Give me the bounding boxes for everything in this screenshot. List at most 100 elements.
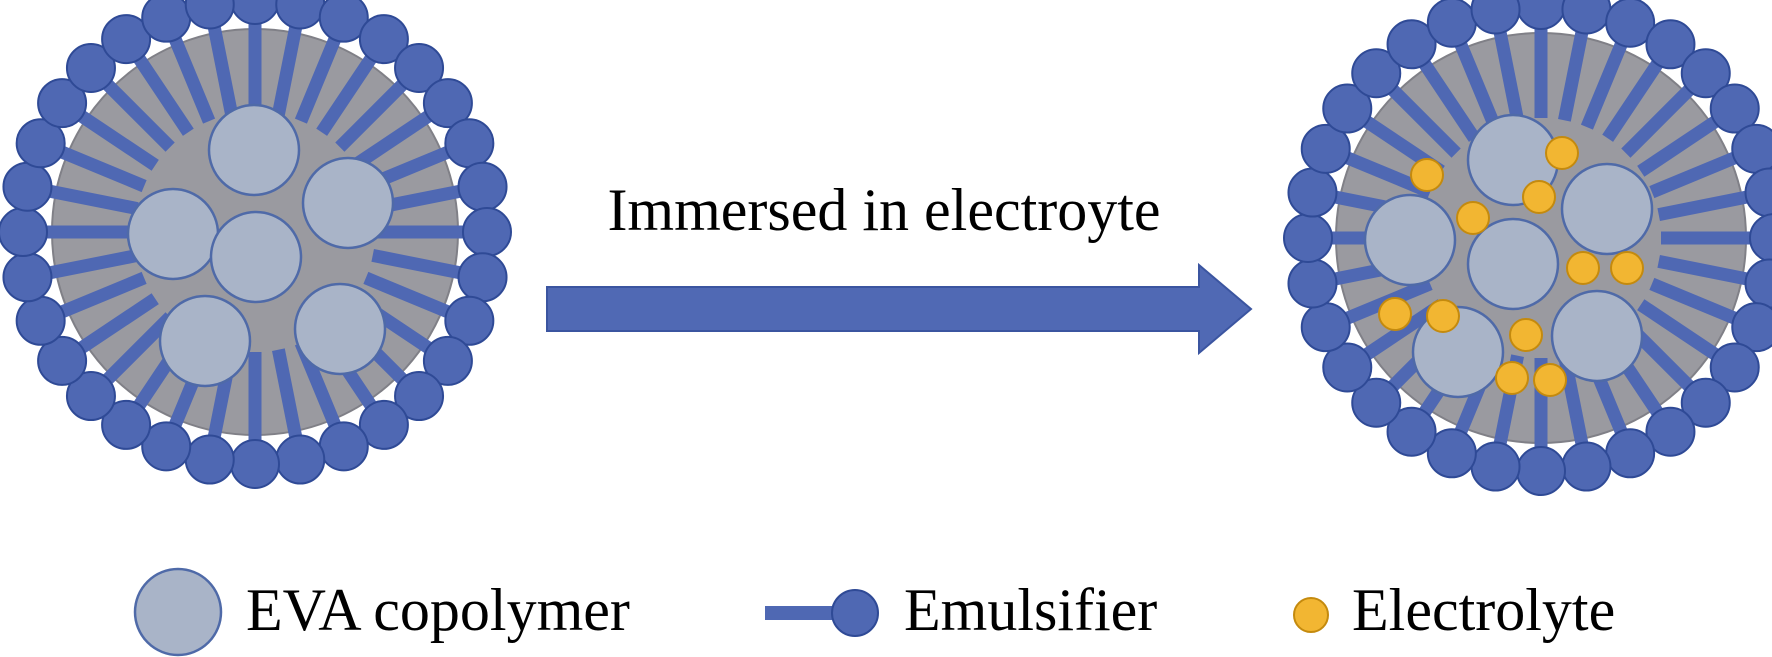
emulsifier-head — [65, 42, 116, 93]
legend-electrolyte-label: Electrolyte — [1352, 577, 1615, 643]
emulsifier-layer — [1283, 0, 1772, 496]
eva-particles — [126, 103, 395, 388]
emulsifier — [294, 0, 369, 124]
emulsifier-head — [1351, 377, 1402, 428]
electrolyte-dot — [1610, 251, 1644, 285]
emulsifier-head — [65, 371, 116, 422]
emulsifier — [101, 14, 194, 136]
legend-emulsifier-label: Emulsifier — [904, 577, 1157, 643]
emulsifier-head — [275, 434, 326, 485]
legend-eva-label: EVA copolymer — [246, 577, 630, 643]
electrolyte-dot — [1426, 299, 1460, 333]
emulsifier-head — [1386, 19, 1437, 70]
emulsifier-head — [1426, 0, 1477, 48]
emulsifier-head — [1470, 441, 1521, 492]
electrolyte-dot — [1545, 136, 1579, 170]
emulsifier-head — [141, 421, 192, 472]
emulsifier-head — [230, 0, 280, 25]
emulsifier — [1649, 123, 1772, 199]
emulsifier-head — [1709, 83, 1760, 134]
emulsifier-head — [358, 14, 409, 65]
emulsifier — [1470, 0, 1524, 122]
emulsifier-head — [1300, 123, 1351, 174]
emulsifier-head — [1645, 406, 1696, 457]
emulsifier-head — [1386, 406, 1437, 457]
emulsifier — [363, 271, 495, 346]
emulsifier-head — [230, 439, 280, 489]
electrolyte-dot — [1456, 201, 1490, 235]
emulsifier — [1661, 213, 1772, 263]
emulsifier-head — [1731, 123, 1772, 174]
electrolyte-dots — [1378, 136, 1644, 397]
emulsifier — [1322, 299, 1445, 393]
emulsifier-head — [101, 14, 152, 65]
legend: EVA copolymer Emulsifier Electrolyte — [133, 567, 1615, 657]
emulsifier-head — [457, 161, 508, 212]
emulsifier-head — [1322, 83, 1373, 134]
emulsifier-head — [275, 0, 326, 30]
emulsifier-head — [457, 252, 508, 303]
emulsifier-head — [1731, 302, 1772, 353]
eva-particle — [1550, 289, 1644, 383]
emulsifier-head — [1605, 428, 1656, 479]
emulsifier — [1602, 19, 1696, 142]
micelle-before — [0, 0, 512, 489]
emulsifier-head — [1680, 48, 1731, 99]
emulsifier — [37, 293, 159, 386]
emulsifier-icon — [765, 589, 879, 637]
arrow-shape — [546, 262, 1253, 356]
electrolyte-icon — [1293, 597, 1329, 633]
emulsifier-head — [1516, 446, 1566, 496]
eva-copolymer-icon — [133, 567, 223, 657]
emulsifier-head — [184, 0, 235, 30]
emulsifier — [1300, 123, 1433, 199]
process-arrow: Immersed in electroyte — [546, 177, 1253, 356]
emulsifier — [37, 78, 159, 171]
emulsifier — [1649, 277, 1772, 353]
emulsifier-head — [1749, 213, 1772, 263]
emulsifier-head — [394, 42, 445, 93]
electrolyte-dot — [1566, 251, 1600, 285]
emulsifier-head — [1561, 441, 1612, 492]
emulsifier — [15, 118, 147, 193]
eva-particle — [1560, 162, 1654, 256]
emulsifier — [1657, 167, 1772, 221]
emulsifier-head — [422, 78, 473, 129]
emulsifier-head — [1605, 0, 1656, 48]
emulsifier — [1637, 83, 1760, 177]
emulsifier-head — [318, 0, 369, 43]
emulsifier-head — [1645, 19, 1696, 70]
emulsifier-head — [37, 78, 88, 129]
electrolyte-dot — [1495, 361, 1529, 395]
emulsifier — [1621, 48, 1731, 158]
emulsifier-head — [1287, 167, 1338, 218]
eva-particle — [1363, 193, 1457, 287]
emulsifier-head — [1744, 258, 1772, 309]
arrow-label: Immersed in electroyte — [607, 177, 1160, 243]
emulsifier — [335, 42, 445, 152]
emulsifier-head — [37, 335, 88, 386]
micelle-after — [1283, 0, 1772, 496]
emulsifier-head — [1300, 302, 1351, 353]
emulsifier-head — [15, 118, 66, 169]
emulsifier — [316, 14, 409, 136]
emulsifier — [15, 271, 147, 346]
emulsifier — [65, 312, 175, 422]
emulsifier-head — [1680, 377, 1731, 428]
emulsifier-head — [1426, 428, 1477, 479]
emulsifier — [1386, 19, 1480, 142]
emulsifier-head — [1351, 48, 1402, 99]
emulsifier-head — [1470, 0, 1521, 35]
emulsifier-head — [394, 371, 445, 422]
emulsifier-head — [15, 295, 66, 346]
electrolyte-dot — [1378, 297, 1412, 331]
electrolyte-dot — [1522, 180, 1556, 214]
emulsifier — [1580, 0, 1656, 130]
emulsifier-head — [422, 335, 473, 386]
emulsifier-head — [318, 421, 369, 472]
emulsifier-head — [1561, 0, 1612, 35]
emulsifier-head — [2, 252, 53, 303]
emulsifier-head — [2, 161, 53, 212]
eva-particle — [301, 156, 395, 250]
